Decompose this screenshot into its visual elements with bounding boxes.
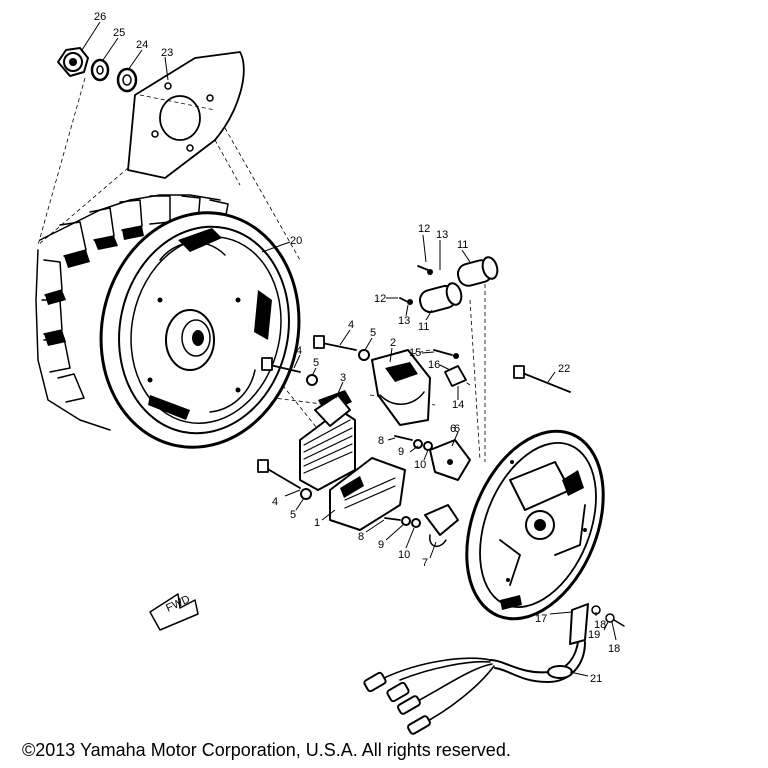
callout-12b: 12	[374, 293, 386, 305]
callout-14: 14	[452, 399, 464, 411]
stator-base-plate-part	[465, 429, 605, 621]
callout-10a: 10	[414, 459, 426, 471]
washer-small-parts	[300, 269, 459, 528]
copyright-notice: ©2013 Yamaha Motor Corporation, U.S.A. A…	[22, 740, 511, 760]
flywheel-rotor-part	[35, 194, 301, 449]
callout-15: 15	[409, 347, 421, 359]
fwd-arrow: FWD	[149, 593, 199, 631]
callout-9b: 9	[378, 539, 384, 551]
callout-18b: 18	[594, 619, 606, 631]
callout-5c: 5	[290, 509, 296, 521]
callout-21: 21	[590, 673, 602, 685]
callout-6b: 6	[450, 423, 456, 435]
callout-13a: 13	[436, 229, 448, 241]
callout-23: 23	[161, 47, 173, 59]
callout-18: 18	[608, 643, 620, 655]
callout-10b: 10	[398, 549, 410, 561]
callout-6a: 6	[454, 423, 460, 435]
callout-16: 16	[428, 359, 440, 371]
callout-9a: 9	[398, 446, 404, 458]
condenser-part	[419, 256, 499, 314]
nut-part	[57, 47, 89, 77]
leader-lines	[81, 21, 617, 677]
lock-washer-part	[116, 67, 138, 93]
callout-19: 19	[588, 629, 600, 641]
callout-22: 22	[558, 363, 570, 375]
callout-3: 3	[340, 372, 346, 384]
callout-7: 7	[422, 557, 428, 569]
gasket-plate-part	[127, 51, 245, 179]
callout-26: 24	[136, 39, 148, 51]
callout-4b: 4	[296, 345, 302, 357]
callout-13b: 13	[398, 315, 410, 327]
callout-8b: 8	[358, 531, 364, 543]
callout-11a: 11	[457, 239, 468, 251]
callout-24: 26	[94, 11, 106, 23]
callout-2: 2	[390, 337, 396, 349]
callout-5b: 5	[313, 357, 319, 369]
callout-4c: 4	[272, 496, 278, 508]
callout-numbers: 26 25 24 23 20 4 5 4 5 2 3 12 13 11 12 1…	[94, 11, 620, 685]
screw-part	[257, 265, 571, 521]
callout-17: 17	[535, 613, 547, 625]
callout-5a: 5	[370, 327, 376, 339]
callout-11b: 11	[418, 321, 429, 333]
wire-harness-part	[363, 603, 625, 735]
callout-12a: 12	[418, 223, 430, 235]
callout-4a: 4	[348, 319, 354, 331]
callout-20: 20	[290, 235, 302, 247]
callout-25: 25	[113, 27, 125, 39]
charging-coil-part	[371, 349, 431, 426]
ignition-coil-part	[299, 390, 356, 491]
washer-part	[90, 58, 110, 82]
callout-8a: 8	[378, 435, 384, 447]
callout-1: 1	[314, 517, 320, 529]
contact-breaker-part	[424, 365, 471, 547]
lighting-coil-part	[329, 457, 406, 531]
